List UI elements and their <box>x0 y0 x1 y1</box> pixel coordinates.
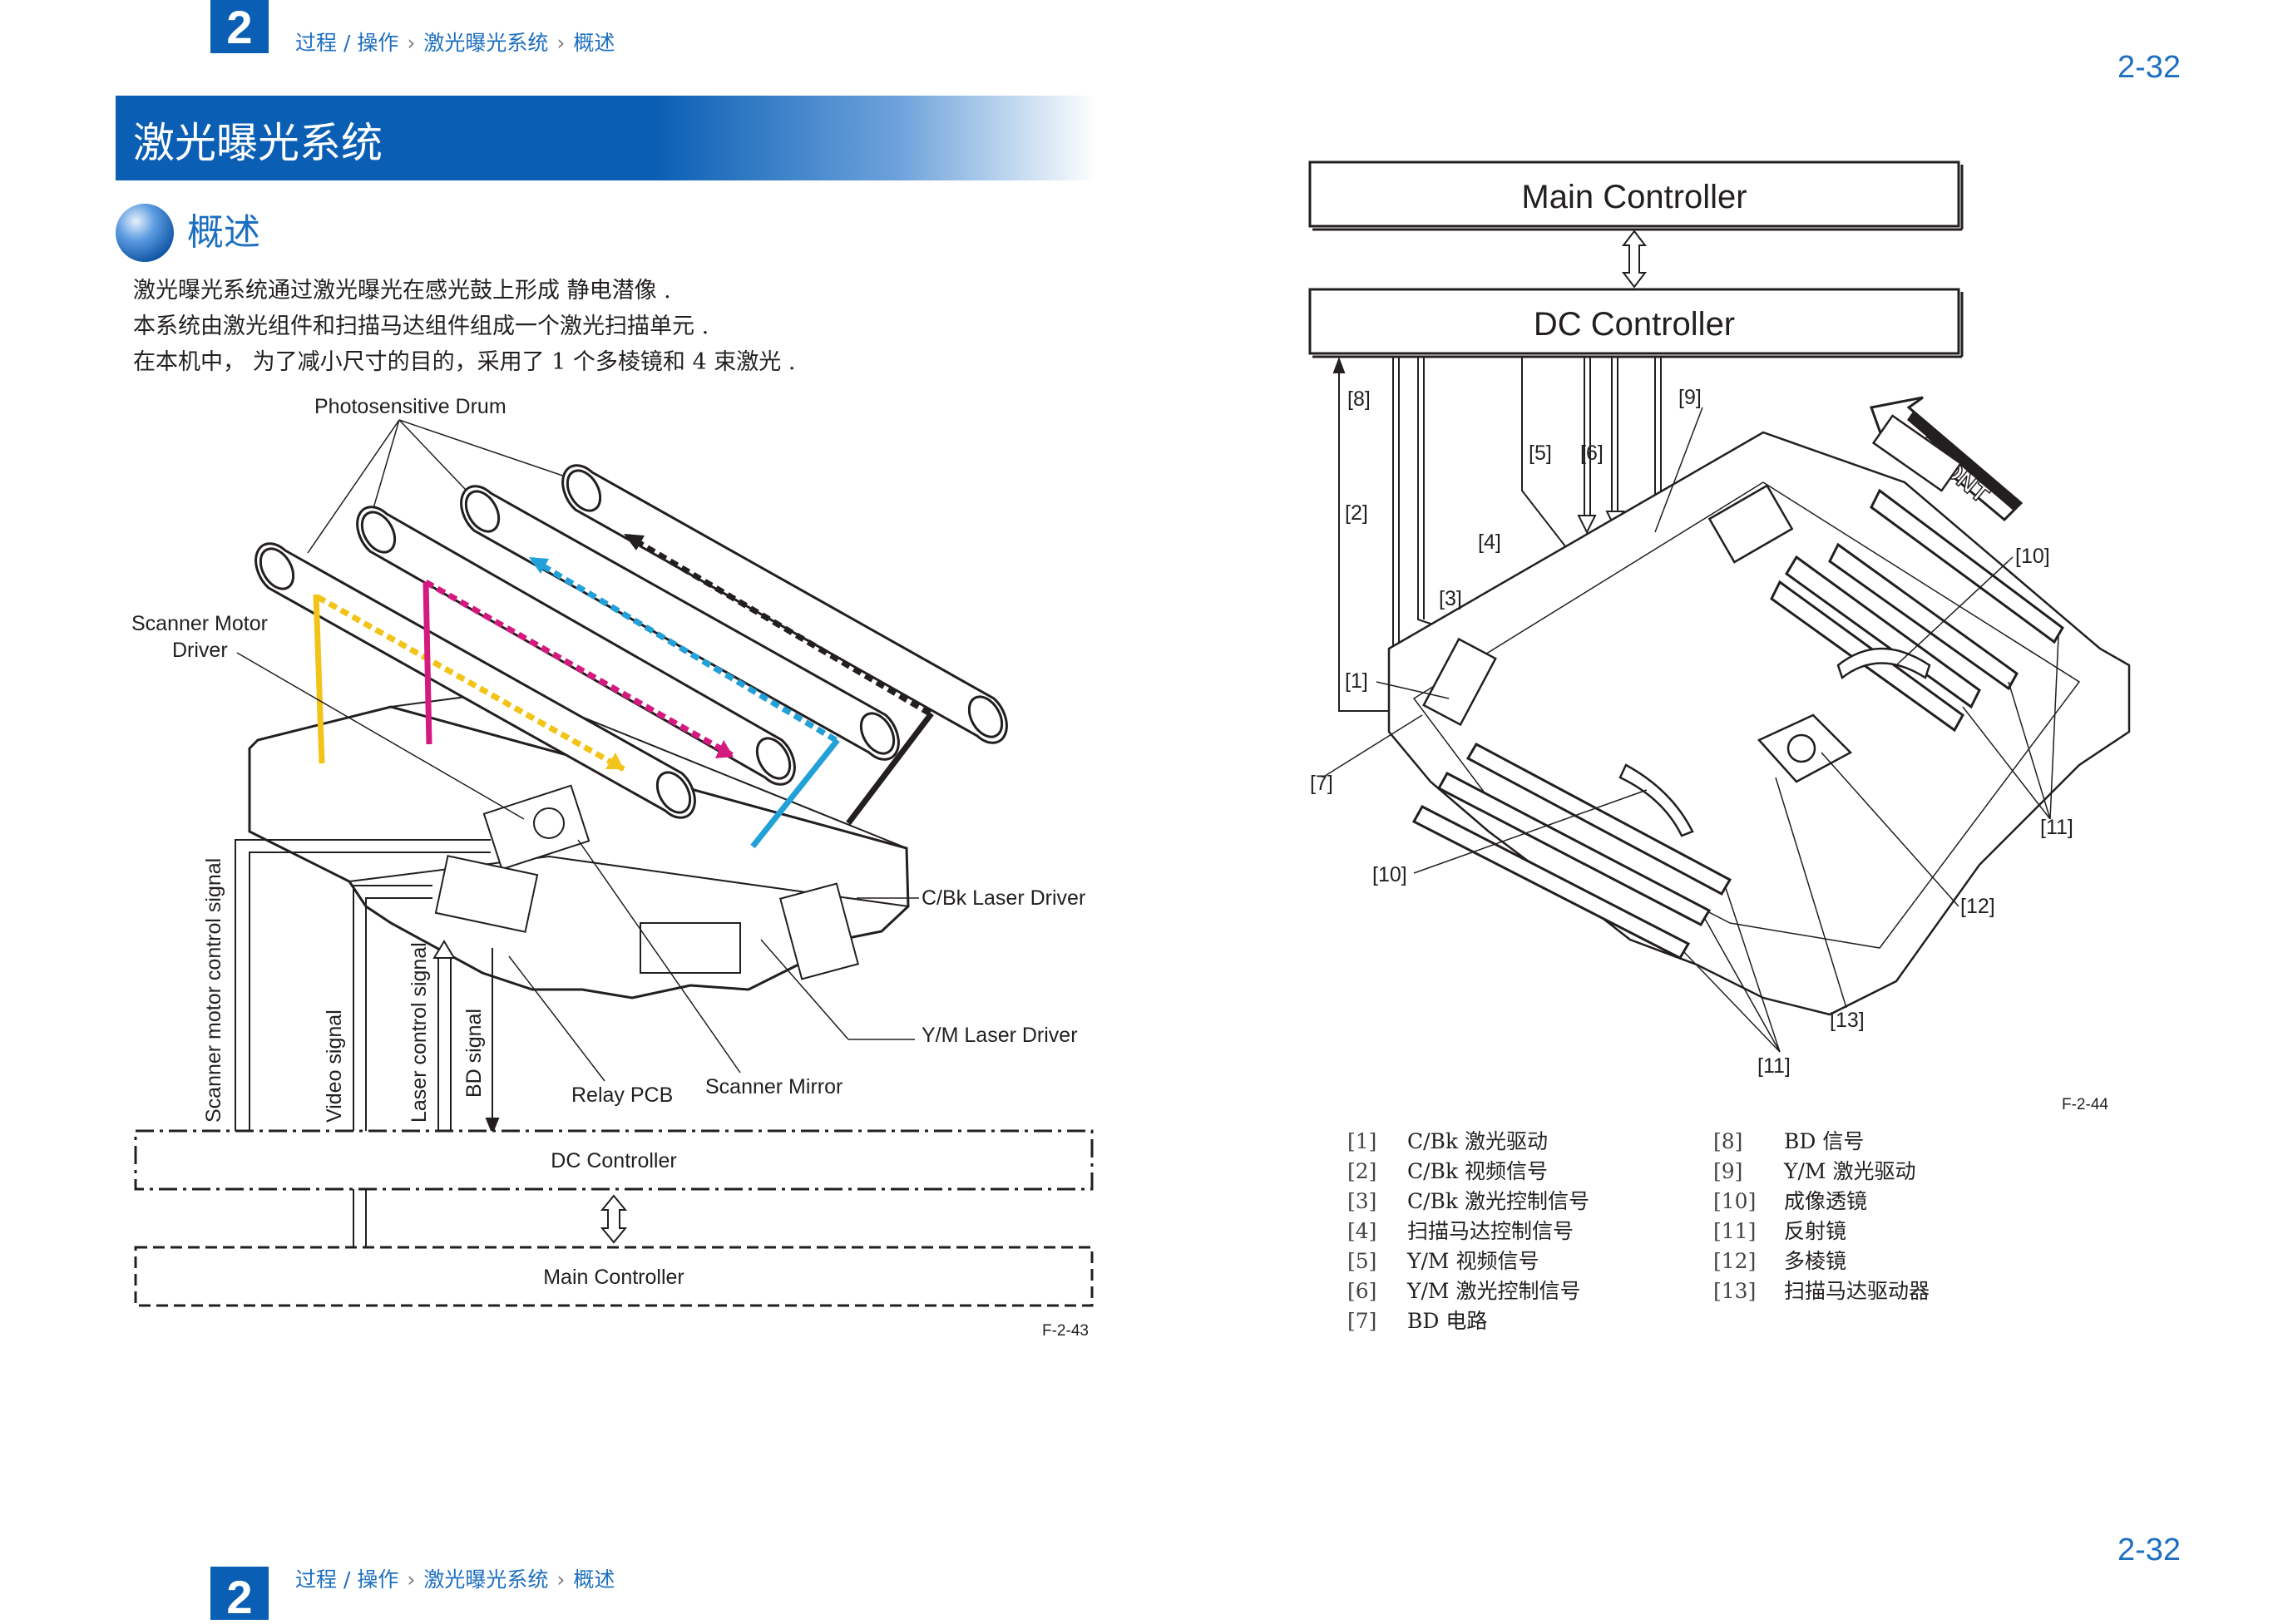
ym-laser-board <box>779 882 859 980</box>
dc-controller-box <box>1308 288 1960 355</box>
breadcrumb-item[interactable]: 激光曝光系统 <box>423 1567 549 1592</box>
label-scanner-motor-driver: Scanner Motor <box>131 612 268 635</box>
breadcrumb-item[interactable]: 过程 / 操作 <box>295 31 399 55</box>
callout-11: [11] <box>1757 1054 1791 1078</box>
legend-item: [7]BD 电路 <box>1347 1309 1488 1333</box>
chevron-right-icon: › <box>556 1567 566 1592</box>
callout-4: [4] <box>1478 531 1501 554</box>
callout-2: [2] <box>1345 501 1368 525</box>
section-bullet-icon <box>116 204 174 262</box>
paragraph: 在本机中， 为了减小尺寸的目的，采用了 1 个多棱镜和 4 束激光 . <box>133 349 796 375</box>
cbk-laser-board <box>640 922 741 974</box>
relay-pcb-board <box>434 855 539 933</box>
breadcrumb-item[interactable]: 概述 <box>573 31 615 55</box>
legend-item: [10]成像透镜 <box>1713 1189 1868 1213</box>
breadcrumb-footer: 过程 / 操作 › 激光曝光系统 › 概述 <box>295 1563 615 1593</box>
label-bd-signal: BD signal <box>462 1009 486 1098</box>
chevron-right-icon: › <box>407 1567 416 1592</box>
chevron-right-icon: › <box>556 31 566 55</box>
laser-unit-figure: Main Controller DC Controller FRONT <box>1308 160 2131 1078</box>
page-number-footer: 2-32 <box>2117 1533 2182 1567</box>
double-arrow-icon <box>1621 230 1648 289</box>
laser-system-figure: Photosensitive Drum <box>131 395 1094 1307</box>
legend-item: [2]C/Bk 视频信号 <box>1347 1159 1549 1183</box>
legend-item: [8]BD 信号 <box>1713 1129 1865 1153</box>
laser-beams <box>313 533 934 849</box>
legend-item: [12]多棱镜 <box>1713 1249 1847 1273</box>
paragraph: 激光曝光系统通过激光曝光在感光鼓上形成 静电潜像 . <box>133 278 671 304</box>
legend-left: [1]C/Bk 激光驱动 [2]C/Bk 视频信号 [3]C/Bk 激光控制信号… <box>1347 1127 1589 1336</box>
main-controller-box <box>1308 160 1960 228</box>
label-laser-control-signal: Laser control signal <box>408 942 431 1123</box>
breadcrumb: 过程 / 操作 › 激光曝光系统 › 概述 <box>295 27 615 57</box>
label-cbk-laser-driver: C/Bk Laser Driver <box>922 886 1085 910</box>
callout-5: [5] <box>1529 442 1552 465</box>
double-arrow-icon <box>600 1194 628 1244</box>
title-bar <box>116 96 1097 180</box>
label-scanner-motor-signal: Scanner motor control signal <box>202 858 225 1123</box>
breadcrumb-item[interactable]: 激光曝光系统 <box>423 31 549 55</box>
chapter-badge: 2 <box>210 0 269 53</box>
breadcrumb-item[interactable]: 概述 <box>573 1567 615 1592</box>
page-number: 2-32 <box>2117 50 2182 85</box>
legend-item: [1]C/Bk 激光驱动 <box>1347 1129 1549 1153</box>
breadcrumb-item[interactable]: 过程 / 操作 <box>295 1567 399 1592</box>
legend-item: [3]C/Bk 激光控制信号 <box>1347 1189 1590 1213</box>
label-scanner-motor-driver: Driver <box>172 639 228 662</box>
legend-right: [8]BD 信号 [9]Y/M 激光驱动 [10]成像透镜 [11]反射镜 [1… <box>1713 1127 1930 1306</box>
callout-6: [6] <box>1580 442 1604 465</box>
callout-9: [9] <box>1678 386 1702 409</box>
page-title: 激光曝光系统 <box>133 119 383 167</box>
dc-controller-label: DC Controller <box>551 1149 676 1172</box>
section-title: 概述 <box>187 211 260 254</box>
scanner-motor-assembly <box>1422 414 1963 783</box>
callouts: [8] [2] [4] [3] [5] [6] [9] [1] [7] [10]… <box>1310 386 2073 1078</box>
dc-controller-label: DC Controller <box>1534 306 1735 343</box>
label-scanner-mirror: Scanner Mirror <box>705 1075 843 1098</box>
callout-10: [10] <box>1372 863 1407 886</box>
legend-item: [9]Y/M 激光驱动 <box>1713 1159 1916 1183</box>
label-video-signal: Video signal <box>323 1009 346 1123</box>
label-photosensitive-drum: Photosensitive Drum <box>314 395 507 418</box>
label-ym-laser-driver: Y/M Laser Driver <box>922 1024 1078 1047</box>
legend-item: [4]扫描马达控制信号 <box>1347 1219 1574 1243</box>
callout-7: [7] <box>1310 772 1333 795</box>
figure-code: F-2-44 <box>2062 1096 2108 1113</box>
polygon-mirror <box>533 807 565 839</box>
callout-8: [8] <box>1347 387 1371 411</box>
main-controller-box <box>134 1246 1094 1307</box>
legend-item: [5]Y/M 视频信号 <box>1347 1249 1539 1273</box>
paragraph: 本系统由激光组件和扫描马达组件组成一个激光扫描单元 . <box>133 313 709 339</box>
legend-item: [13]扫描马达驱动器 <box>1713 1279 1930 1303</box>
callout-10: [10] <box>2015 545 2050 568</box>
legend-item: [11]反射镜 <box>1713 1219 1847 1243</box>
main-controller-label: Main Controller <box>1521 179 1747 215</box>
dc-controller-box <box>134 1129 1094 1191</box>
label-relay-pcb: Relay PCB <box>571 1083 673 1107</box>
callout-1: [1] <box>1345 669 1368 693</box>
callout-11: [11] <box>2040 816 2073 839</box>
callout-12: [12] <box>1960 895 1995 918</box>
laser-unit-frame <box>1387 431 2131 1016</box>
chapter-badge-footer: 2 <box>210 1567 269 1623</box>
figure-code: F-2-43 <box>1042 1322 1089 1340</box>
legend-item: [6]Y/M 激光控制信号 <box>1347 1279 1581 1303</box>
callout-13: [13] <box>1830 1009 1865 1032</box>
callout-3: [3] <box>1439 587 1462 610</box>
main-controller-label: Main Controller <box>543 1266 684 1289</box>
chevron-right-icon: › <box>407 31 416 55</box>
